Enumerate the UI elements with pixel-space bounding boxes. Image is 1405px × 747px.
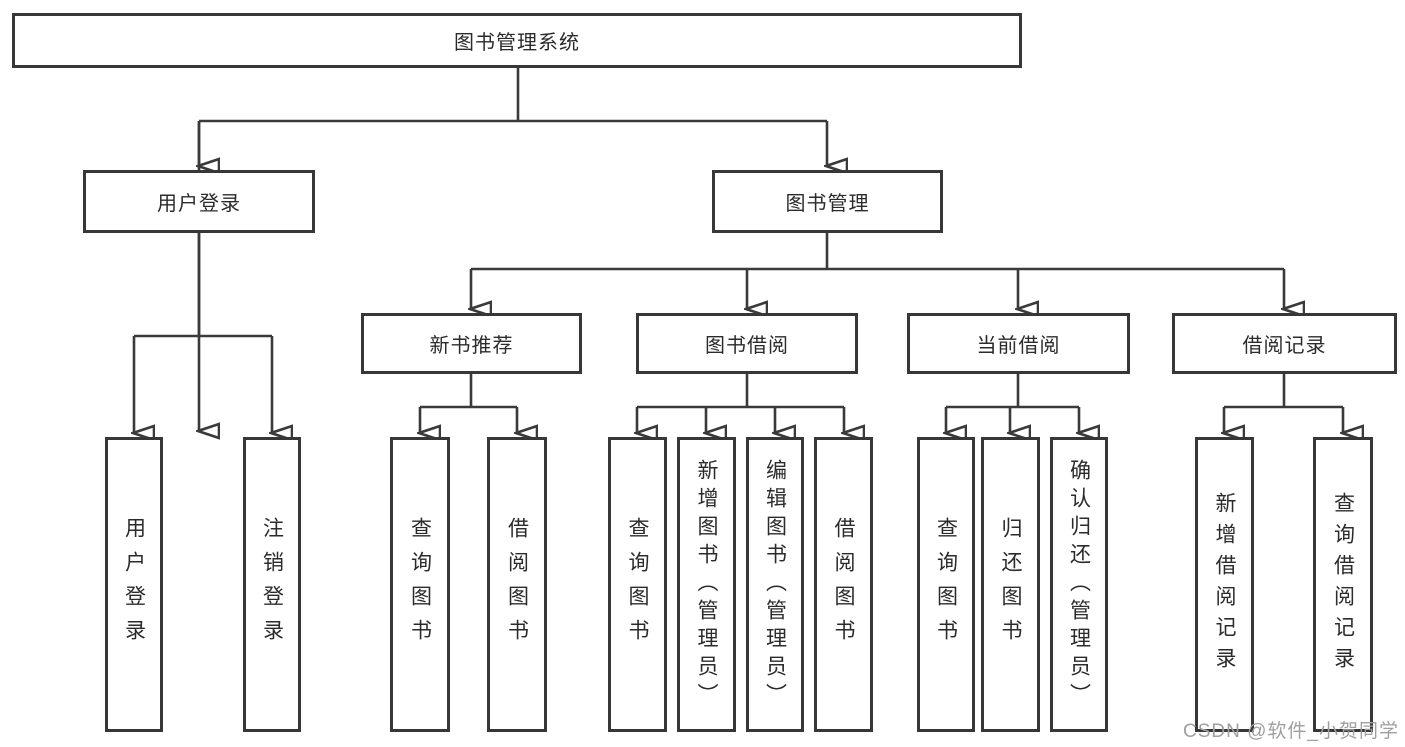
csdn-watermark: CSDN @软件_小贺同学 — [1183, 721, 1399, 742]
leaf-add-books-admin: 新增图书（管理员） — [677, 437, 736, 732]
leaf-add-borrowing-record: 新增借阅记录 — [1195, 437, 1254, 732]
leaf-edit-books-admin: 编辑图书（管理员） — [746, 437, 804, 732]
node-label: 新书推荐 — [429, 335, 514, 357]
leaf-borrow-books-recommend: 借阅图书 — [487, 437, 547, 732]
leaf-query-borrowing-record: 查询借阅记录 — [1313, 437, 1373, 732]
node-label: 图书借阅 — [705, 335, 789, 357]
node-label: 借阅记录 — [1242, 335, 1327, 357]
node-root-library-management-system: 图书管理系统 — [12, 13, 1022, 68]
node-label: 图书管理系统 — [454, 32, 580, 54]
leaf-query-books-current: 查询图书 — [917, 437, 975, 732]
leaf-query-books-borrowing: 查询图书 — [608, 437, 667, 732]
leaf-logout-login: 注销登录 — [243, 437, 301, 732]
node-borrowing-records: 借阅记录 — [1172, 313, 1397, 374]
node-label: 用户登录 — [157, 193, 241, 215]
node-label: 图书管理 — [785, 193, 870, 215]
leaf-borrow-books: 借阅图书 — [814, 437, 873, 732]
node-current-borrowing: 当前借阅 — [907, 313, 1130, 374]
node-new-book-recommendation: 新书推荐 — [361, 313, 582, 374]
node-book-management: 图书管理 — [712, 170, 943, 233]
leaf-user-login: 用户登录 — [105, 437, 163, 732]
leaf-return-books: 归还图书 — [981, 437, 1040, 732]
leaf-confirm-return-admin: 确认归还（管理员） — [1050, 437, 1108, 732]
node-book-borrowing: 图书借阅 — [636, 313, 858, 374]
node-label: 当前借阅 — [976, 335, 1061, 357]
node-user-login: 用户登录 — [83, 170, 315, 233]
leaf-query-books-recommend: 查询图书 — [390, 437, 450, 732]
